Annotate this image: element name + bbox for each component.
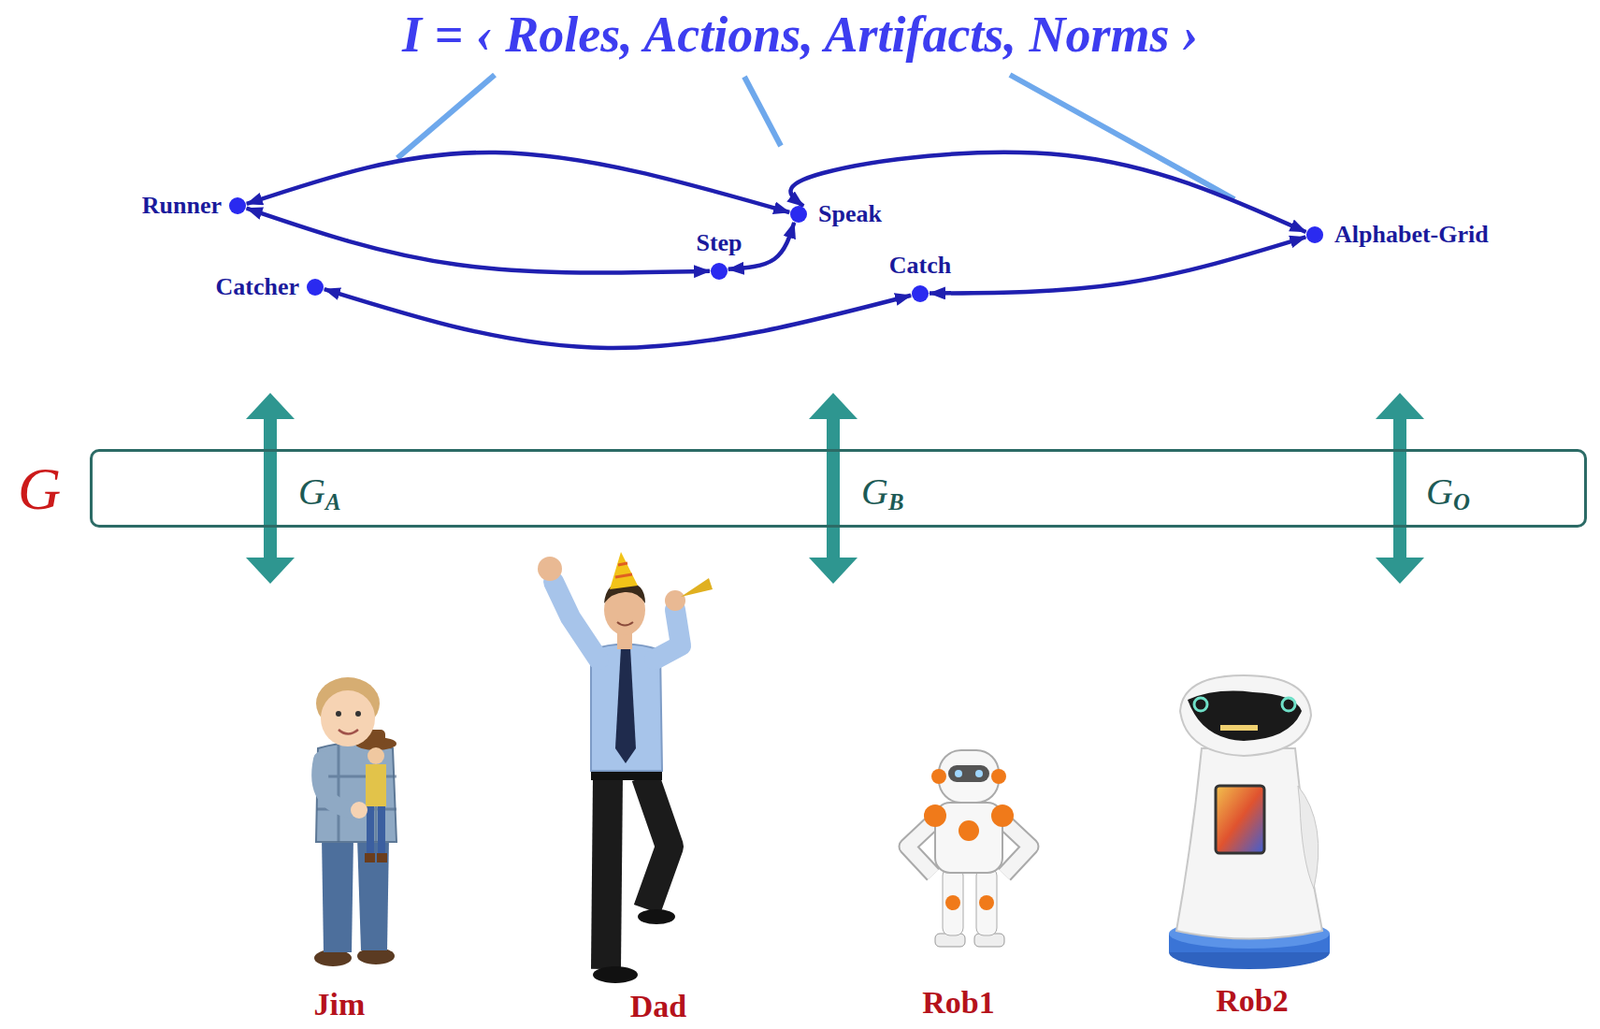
- ellipse-outline: [623, 142, 1043, 373]
- agent-name: Jim: [314, 985, 366, 1023]
- relation-arrow: [324, 288, 911, 348]
- ellipse-outline: [60, 142, 480, 373]
- relation-arrow: [790, 152, 1306, 232]
- role-point: Step: [695, 229, 742, 280]
- subscript: A: [325, 489, 342, 515]
- role-point: Runner: [142, 191, 246, 220]
- agent-name: Rob2: [1215, 981, 1288, 1019]
- grounding-arrows: [245, 392, 1425, 584]
- double-arrow: [245, 392, 295, 584]
- band-heading: G: [17, 454, 61, 524]
- relation-arrow: [246, 152, 790, 213]
- point-dot: [229, 197, 246, 215]
- point-dot: [1306, 226, 1324, 244]
- man-figure: [537, 551, 713, 983]
- group-band: GGAGBGO: [89, 448, 1587, 528]
- group-ellipse: RunnerCatcher: [60, 142, 480, 373]
- ellipse-shape: [61, 143, 479, 372]
- tall-robot-figure: [1168, 675, 1330, 969]
- point-label: Speak: [818, 200, 882, 229]
- subscript: B: [888, 489, 905, 515]
- role-point: Catch: [889, 251, 952, 303]
- point-dot: [710, 262, 728, 280]
- band-label: GA: [298, 470, 341, 517]
- double-arrow: [1375, 392, 1425, 584]
- band-label: GO: [1426, 470, 1471, 517]
- leader-lines: [397, 74, 1235, 200]
- leader-line: [1009, 74, 1235, 200]
- role-point: Catcher: [215, 273, 324, 302]
- point-dot: [306, 278, 324, 296]
- band-label: GB: [861, 470, 904, 517]
- point-label: Catch: [889, 251, 952, 280]
- relation-arrow: [246, 208, 710, 274]
- double-arrow: [808, 392, 858, 584]
- leader-line: [744, 76, 781, 146]
- ellipse-shape: [624, 143, 1042, 372]
- group-ellipse: Step SpeakCatch: [623, 142, 1043, 373]
- leader-line: [397, 74, 495, 159]
- relation-arrow: [929, 236, 1306, 293]
- child-figure: [314, 677, 397, 966]
- group-ellipse: Alphabet-Grid: [1186, 142, 1600, 373]
- small-robot-figure: [907, 749, 1031, 947]
- point-dot: [911, 285, 929, 303]
- point-dot: [790, 205, 808, 223]
- agent-name: Dad: [630, 987, 687, 1024]
- role-point: Speak: [790, 200, 882, 229]
- subscript: O: [1453, 489, 1471, 515]
- ellipse-shape: [1187, 143, 1600, 372]
- point-label: Runner: [142, 191, 222, 220]
- point-label: Alphabet-Grid: [1334, 220, 1489, 249]
- agent-name: Rob1: [922, 983, 995, 1021]
- diagram-title: I = ‹ Roles, Actions, Artifacts, Norms ›: [402, 5, 1199, 64]
- ellipse-outline: [1186, 142, 1600, 373]
- role-point: Alphabet-Grid: [1306, 220, 1489, 249]
- point-label: Step: [695, 229, 742, 258]
- point-label: Catcher: [215, 273, 300, 302]
